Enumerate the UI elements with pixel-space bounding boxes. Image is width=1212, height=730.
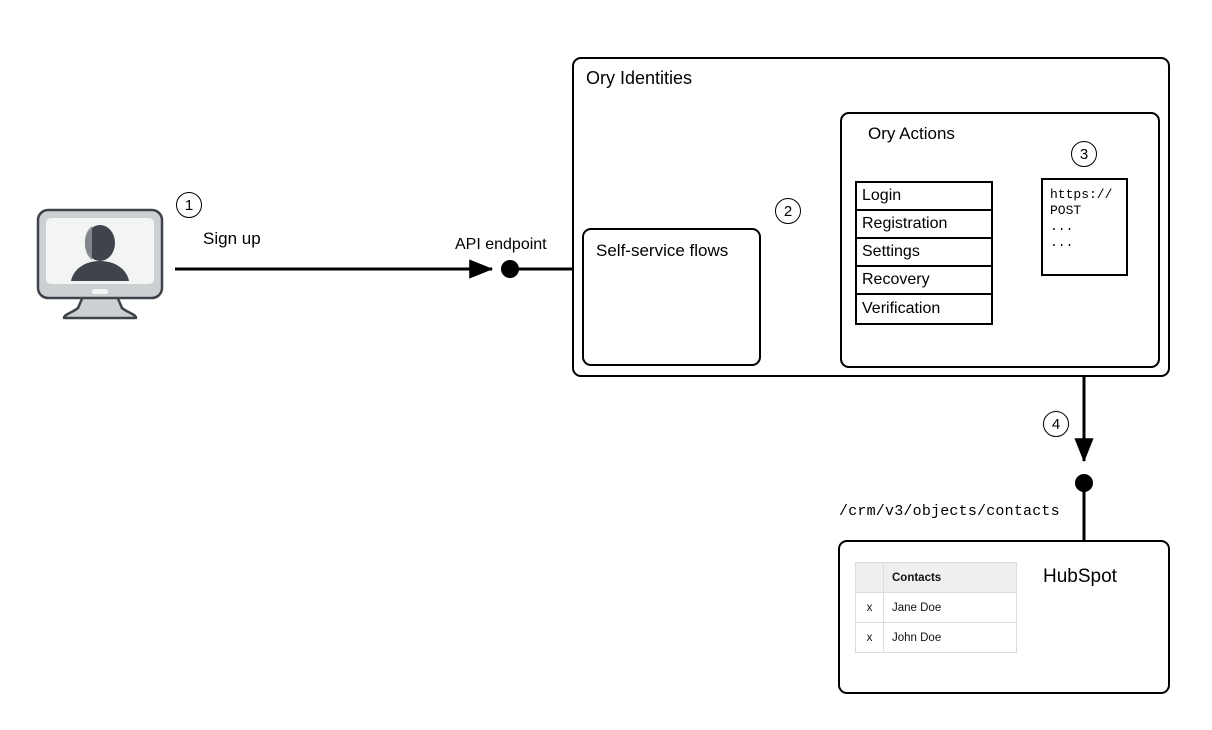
flow-list-item-recovery[interactable]: Recovery bbox=[857, 267, 991, 295]
flow-list-item-label: Login bbox=[862, 187, 902, 204]
desktop-user-icon bbox=[36, 208, 164, 322]
flow-list-item-login[interactable]: Login bbox=[857, 183, 991, 211]
row-mark: x bbox=[855, 622, 884, 653]
webhook-method-line: POST bbox=[1050, 203, 1082, 218]
ory-identities-title: Ory Identities bbox=[586, 68, 693, 88]
step-badge-1: 1 bbox=[176, 192, 202, 218]
table-header-row: Contacts bbox=[855, 562, 1017, 593]
webhook-body-line-1: ... bbox=[1050, 219, 1074, 234]
hubspot-title: HubSpot bbox=[1043, 566, 1117, 587]
row-mark: x bbox=[855, 592, 884, 623]
row-contact-name: John Doe bbox=[883, 622, 1017, 653]
column-header-contacts: Contacts bbox=[883, 562, 1017, 593]
webhook-url-line: https:// bbox=[1050, 187, 1113, 202]
flow-list-item-registration[interactable]: Registration bbox=[857, 211, 991, 239]
hubspot-endpoint-dot bbox=[1075, 474, 1093, 492]
table-row[interactable]: x Jane Doe bbox=[855, 592, 1017, 623]
step-badge-2: 2 bbox=[775, 198, 801, 224]
flow-list-item-label: Registration bbox=[862, 215, 948, 232]
api-endpoint-dot bbox=[501, 260, 519, 278]
flow-list-item-verification[interactable]: Verification bbox=[857, 295, 991, 323]
ory-actions-title: Ory Actions bbox=[868, 124, 955, 143]
column-header-mark bbox=[855, 562, 884, 593]
step-badge-3: 3 bbox=[1071, 141, 1097, 167]
contacts-table: Contacts x Jane Doe x John Doe bbox=[855, 562, 1017, 653]
edge-label-crm-path: /crm/v3/objects/contacts bbox=[839, 503, 1060, 520]
flow-list-item-label: Verification bbox=[862, 300, 941, 317]
row-contact-name: Jane Doe bbox=[883, 592, 1017, 623]
flow-list-item-settings[interactable]: Settings bbox=[857, 239, 991, 267]
edge-label-sign-up: Sign up bbox=[203, 229, 261, 248]
self-service-flows-title: Self-service flows bbox=[596, 241, 729, 260]
step-badge-4: 4 bbox=[1043, 411, 1069, 437]
webhook-payload-card: https:// POST ... ... bbox=[1041, 178, 1128, 276]
webhook-body-line-2: ... bbox=[1050, 235, 1074, 250]
desktop-user-icon-svg bbox=[36, 208, 164, 320]
flow-list-item-label: Recovery bbox=[862, 271, 930, 288]
edge-label-api-endpoint: API endpoint bbox=[455, 236, 547, 253]
self-service-flows-box bbox=[582, 228, 761, 366]
flow-list-item-label: Settings bbox=[862, 243, 920, 260]
table-row[interactable]: x John Doe bbox=[855, 622, 1017, 653]
self-service-flow-list: Login Registration Settings Recovery Ver… bbox=[855, 181, 993, 325]
